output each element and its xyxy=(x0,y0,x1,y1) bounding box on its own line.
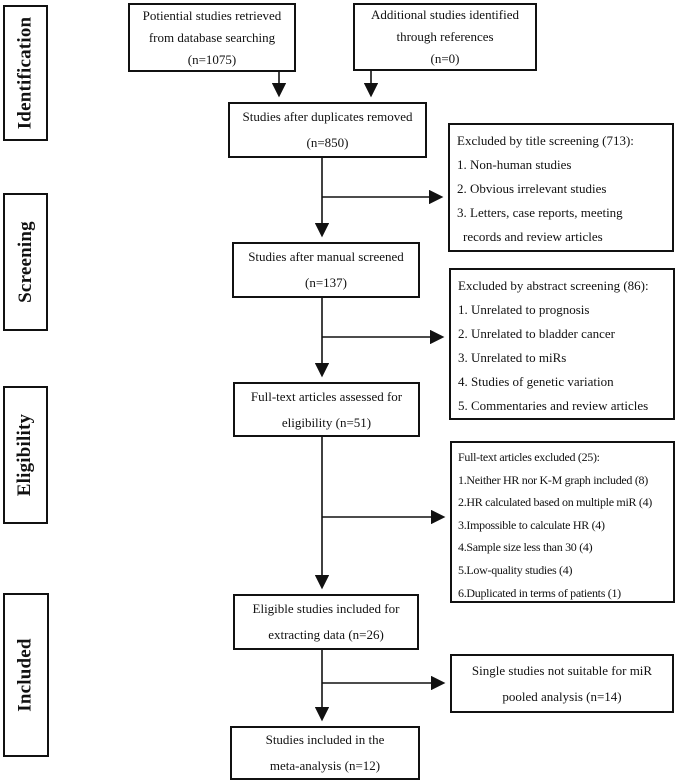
excluded-abstract-screening-item: 2. Unrelated to bladder cancer xyxy=(458,326,616,341)
stage-eligibility: Eligibility xyxy=(3,386,48,524)
excluded-abstract-screening-item: 5. Commentaries and review articles xyxy=(458,398,649,413)
box-meta-analysis-line1: Studies included in the xyxy=(265,732,385,747)
box-manual-screened-count: (n=137) xyxy=(305,275,347,290)
excluded-title-screening-item: 2. Obvious irrelevant studies xyxy=(457,181,607,196)
excluded-title-screening-heading: Excluded by title screening (713): xyxy=(457,133,634,148)
stage-screening-label: Screening xyxy=(14,221,36,303)
box-fulltext-assessed-line2: eligibility (n=51) xyxy=(281,414,372,430)
excluded-title-screening-item-cont: records and review articles xyxy=(463,229,603,244)
box-database-search-count: (n=1075) xyxy=(187,51,237,67)
box-fulltext-excluded: Full-text articles excluded (25): 1.Neit… xyxy=(450,441,675,603)
box-eligible-studies-line1: Eligible studies included for xyxy=(252,601,400,616)
box-database-search-line1: Potiential studies retrieved xyxy=(142,7,282,23)
excluded-abstract-screening-item: 4. Studies of genetic variation xyxy=(458,374,614,389)
stage-included-label: Included xyxy=(15,638,37,712)
box-meta-analysis: Studies included in the meta-analysis (n… xyxy=(230,726,420,780)
box-references-line2: through references xyxy=(396,29,494,44)
single-studies-line2: pooled analysis (n=14) xyxy=(502,688,622,704)
fulltext-excluded-item: 4.Sample size less than 30 (4) xyxy=(458,540,593,555)
box-excluded-title-screening: Excluded by title screening (713): 1. No… xyxy=(448,123,674,252)
box-fulltext-assessed-line1: Full-text articles assessed for xyxy=(250,388,403,404)
box-references-count: (n=0) xyxy=(430,51,460,66)
excluded-abstract-screening-heading: Excluded by abstract screening (86): xyxy=(458,278,649,293)
box-eligible-studies-line2: extracting data (n=26) xyxy=(268,627,384,642)
box-database-search-line2: from database searching xyxy=(148,29,276,45)
stage-screening: Screening xyxy=(3,193,48,331)
fulltext-excluded-heading: Full-text articles excluded (25): xyxy=(458,450,600,464)
fulltext-excluded-item: 3.Impossible to calculate HR (4) xyxy=(458,517,605,532)
box-fulltext-assessed: Full-text articles assessed for eligibil… xyxy=(233,382,420,437)
fulltext-excluded-item: 6.Duplicated in terms of patients (1) xyxy=(458,585,621,600)
box-eligible-studies: Eligible studies included for extracting… xyxy=(233,594,419,650)
box-meta-analysis-count: meta-analysis (n=12) xyxy=(269,758,381,773)
box-manual-screened: Studies after manual screened (n=137) xyxy=(232,242,420,298)
excluded-abstract-screening-item: 3. Unrelated to miRs xyxy=(458,350,567,365)
excluded-abstract-screening-item: 1. Unrelated to prognosis xyxy=(458,302,590,317)
box-duplicates-removed-count: (n=850) xyxy=(306,135,349,150)
box-duplicates-removed: Studies after duplicates removed (n=850) xyxy=(228,102,427,158)
box-database-search: Potiential studies retrieved from databa… xyxy=(128,3,296,72)
single-studies-line1: Single studies not suitable for miR xyxy=(471,662,653,678)
stage-eligibility-label: Eligibility xyxy=(14,413,36,497)
stage-identification: Identification xyxy=(3,5,48,141)
excluded-title-screening-item: 1. Non-human studies xyxy=(457,157,572,172)
stage-identification-label: Identification xyxy=(14,16,36,130)
box-excluded-abstract-screening: Excluded by abstract screening (86): 1. … xyxy=(449,268,675,420)
box-duplicates-removed-line1: Studies after duplicates removed xyxy=(242,109,413,124)
box-manual-screened-line1: Studies after manual screened xyxy=(248,249,404,264)
stage-included: Included xyxy=(3,593,49,757)
fulltext-excluded-item: 2.HR calculated based on multiple miR (4… xyxy=(458,495,652,510)
excluded-title-screening-item: 3. Letters, case reports, meeting xyxy=(457,205,623,220)
fulltext-excluded-item: 5.Low-quality studies (4) xyxy=(458,562,573,577)
box-references: Additional studies identified through re… xyxy=(353,3,537,71)
fulltext-excluded-item: 1.Neither HR nor K-M graph included (8) xyxy=(458,472,648,487)
box-single-studies: Single studies not suitable for miR pool… xyxy=(450,654,674,713)
box-references-line1: Additional studies identified xyxy=(370,7,520,22)
